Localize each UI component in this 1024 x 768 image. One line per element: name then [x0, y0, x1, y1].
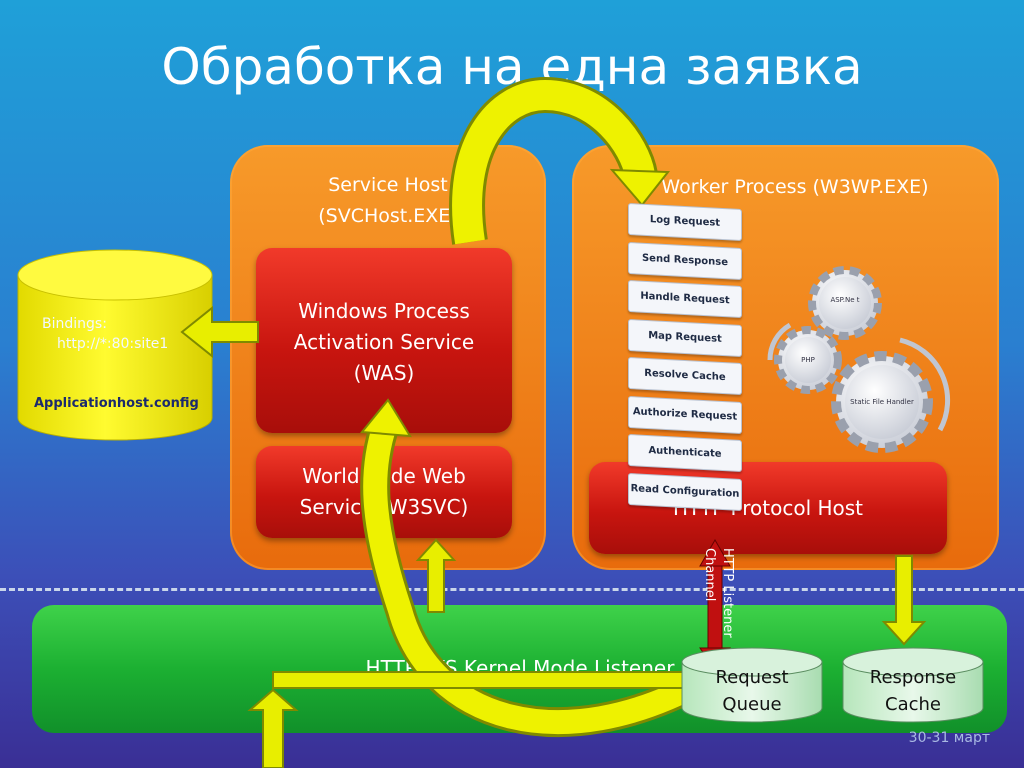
channel-line2: Channel [702, 548, 717, 602]
pipeline-step-resolve-cache: Resolve Cache [628, 357, 742, 395]
was-line1: Windows Process [298, 299, 470, 323]
http-listener-channel-label: HTTP Listener Channel [696, 548, 736, 648]
response-cache-cylinder [842, 647, 984, 723]
bindings-value: http://*:80:site1 [57, 336, 169, 352]
gear-aspnet-icon [808, 266, 882, 340]
worker-process-label: Worker Process (W3WP.EXE) [661, 176, 929, 198]
gear-static-label: Static File Handler [850, 398, 914, 406]
channel-line1: HTTP Listener [720, 548, 735, 638]
http-protocol-host-box: HTTP Protocol Host [589, 462, 947, 554]
gear-rotation-arc-right [899, 337, 951, 432]
request-queue-line2: Queue [722, 694, 782, 715]
arrow-was-to-config [180, 305, 259, 359]
request-queue-label: Request Queue [682, 664, 822, 718]
arrow-to-response-cache [881, 555, 927, 646]
arrow-incoming-request [247, 688, 299, 768]
pipeline-step-authorize-request: Authorize Request [628, 396, 742, 434]
gear-php-icon [774, 326, 842, 394]
pipeline-step-log-request: Log Request [628, 203, 742, 241]
gear-aspnet-label: ASP.Ne t [830, 296, 860, 304]
gear-php-label: PHP [801, 356, 815, 364]
gear-rotation-arc-left [767, 322, 792, 361]
was-line3: (WAS) [353, 361, 415, 385]
service-host-label: Service Host (SVCHost.EXE) [280, 170, 496, 232]
was-line2: Activation Service [293, 330, 475, 354]
pipeline-step-send-response: Send Response [628, 242, 742, 280]
config-cylinder [17, 249, 213, 441]
was-box: Windows Process Activation Service (WAS) [256, 248, 512, 433]
pipeline-step-read-configuration: Read Configuration [628, 473, 742, 511]
config-file-label: Applicationhost.config [34, 396, 199, 411]
footer-date: 30-31 март [908, 730, 990, 746]
response-cache-label: Response Cache [843, 664, 983, 718]
response-cache-line2: Cache [885, 694, 941, 715]
pipeline-step-authenticate-request: Authenticate Request [628, 434, 742, 489]
request-queue-cylinder [681, 647, 823, 723]
bindings-label: Bindings: [42, 316, 107, 332]
kernel-user-divider [0, 588, 1024, 591]
pipeline-step-handle-request: Handle Request [628, 280, 742, 318]
service-host-line1: Service Host [328, 174, 448, 196]
response-cache-line1: Response [869, 667, 957, 688]
request-queue-line1: Request [715, 667, 789, 688]
service-host-line2: (SVCHost.EXE) [318, 205, 458, 227]
gear-static-file-icon [831, 351, 933, 453]
pipeline-step-map-request: Map Request [628, 319, 742, 357]
arrow-up-to-w3svc [415, 538, 457, 613]
